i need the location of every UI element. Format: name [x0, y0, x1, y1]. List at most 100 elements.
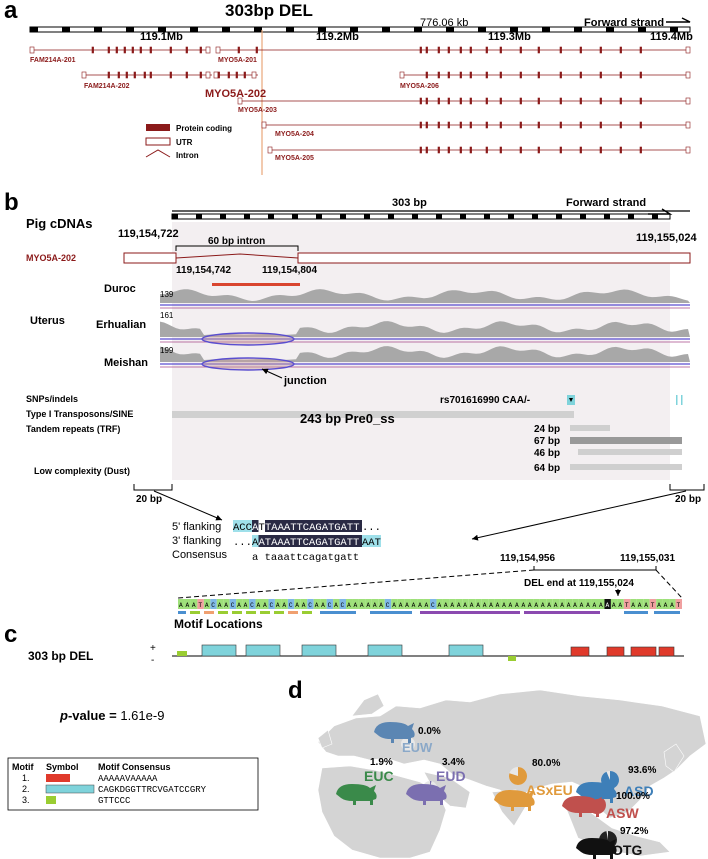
ruler-segment: [364, 214, 370, 219]
sequence-base: [669, 599, 676, 609]
sequence-base-letter: A: [534, 602, 538, 609]
panel-a-strand-arrow: [666, 17, 691, 23]
sequence-base-letter: A: [373, 602, 377, 609]
transcript-name: MYO5A-202: [26, 253, 76, 263]
motif-consensus: GTTCCC: [98, 796, 131, 806]
exon-block: [579, 121, 582, 129]
exon-block: [459, 146, 462, 154]
motif-boxes: [177, 644, 675, 661]
exon-block: [459, 121, 462, 129]
sequence-base: [210, 599, 217, 609]
trf-label: 24 bp: [534, 424, 560, 435]
panel-b: b Pig cDNAs 303 bp Forward strand 119,15…: [4, 189, 705, 614]
exon-block: [499, 97, 502, 105]
sequence-base: [423, 599, 430, 609]
exon-block: [639, 97, 642, 105]
coord-start: 119,154,722: [118, 228, 179, 240]
sequence-base-letter: A: [450, 602, 454, 609]
ruler-segment: [340, 214, 346, 219]
zoom-start: 119,154,956: [500, 553, 555, 564]
exon-block: [519, 46, 522, 54]
sequence-base: [610, 599, 618, 609]
legend-protein-coding-swatch: [146, 124, 170, 131]
exon-block: [81, 71, 87, 79]
sequence-base-letter: A: [237, 602, 241, 609]
flank-left-arrow: [153, 490, 223, 521]
sequence-base-letter: A: [276, 602, 280, 609]
sequence-base: [656, 599, 663, 609]
intron-end: 119,154,804: [262, 265, 317, 276]
sequence-base: [378, 599, 385, 609]
exon-block: [459, 46, 462, 54]
intron-arc: [175, 253, 299, 259]
transcript-label: FAM214A-202: [84, 83, 130, 90]
exon-block: [425, 146, 428, 154]
sequence-base: [539, 599, 547, 609]
motif-num: 2.: [22, 784, 30, 794]
sequence-base-letter: A: [573, 602, 577, 609]
snp-marker-3: [681, 395, 683, 405]
sequence-base: [365, 599, 372, 609]
sequence-base: [229, 599, 237, 609]
intron-label: 60 bp intron: [208, 236, 265, 247]
exon-block: [559, 121, 562, 129]
sequence-base: [436, 599, 443, 609]
del-end-label: DEL end at 119,155,024: [524, 578, 634, 589]
intron-start: 119,154,742: [176, 265, 231, 276]
breed-max: 139: [160, 290, 174, 299]
exon-block: [619, 97, 622, 105]
panel-c: c Motif Locations 303 bp DEL + - p-value…: [4, 617, 684, 811]
zoom-line-right: [655, 569, 683, 599]
track-title: Pig cDNAs: [26, 216, 92, 231]
sequence-base-letter: A: [560, 602, 564, 609]
align-label-3: 3' flanking: [172, 535, 221, 547]
pop-pct: 1.9%: [370, 757, 393, 768]
exon-block: [437, 146, 440, 154]
dust-bar: [570, 464, 682, 470]
annot-row-label: SNPs/indels: [26, 394, 78, 404]
pvalue-p: p: [59, 708, 68, 723]
ruler-segment: [190, 27, 198, 32]
sequence-base: [404, 599, 411, 609]
motif-consensus: AAAAAVAAAAA: [98, 774, 158, 784]
seq5-post: ...: [362, 522, 381, 534]
exon-block: [117, 71, 120, 79]
sequence-base-letter: T: [198, 602, 202, 609]
exon-block: [499, 71, 502, 79]
ruler-segment: [628, 214, 634, 219]
flank-bracket-right: [669, 484, 705, 491]
motif-annotation-bar: [190, 611, 200, 614]
exon-block: [107, 71, 110, 79]
intron-highlight-bar: [212, 283, 300, 286]
exon-block: [579, 97, 582, 105]
pop-name: OTG: [612, 842, 642, 858]
exon-block: [519, 146, 522, 154]
exon-block: [447, 46, 450, 54]
alignment-seq3: ... A ATAAATTCAGATGATT AAT: [233, 535, 381, 549]
sequence-base: [339, 599, 346, 609]
sequence-base: [507, 599, 514, 609]
breed-max: 199: [160, 346, 174, 355]
motif-annotation-bar: [178, 611, 186, 614]
motif-box-1: [570, 646, 590, 657]
ruler-segment: [484, 214, 490, 219]
sequence-base-letter: A: [347, 602, 351, 609]
sequence-base: [675, 599, 682, 609]
exon-block: [255, 46, 258, 54]
exon-block: [639, 146, 642, 154]
sequence-base-letter: A: [463, 602, 467, 609]
exon-block: [639, 121, 642, 129]
sequence-base-letter: A: [321, 602, 325, 609]
ruler-segment: [62, 27, 70, 32]
transcript-label: FAM214A-201: [30, 57, 76, 64]
strand-label: Forward strand: [566, 197, 646, 209]
sequence-base: [591, 599, 598, 609]
sequence-base: [216, 599, 224, 609]
pvalue-text: -value =: [68, 708, 120, 723]
exon-block: [579, 46, 582, 54]
junction-label: junction: [283, 375, 327, 387]
sequence-base-letter: A: [593, 602, 597, 609]
ruler-segment: [286, 27, 294, 32]
transcript-models: [29, 46, 691, 154]
strand-minus: -: [151, 655, 154, 666]
